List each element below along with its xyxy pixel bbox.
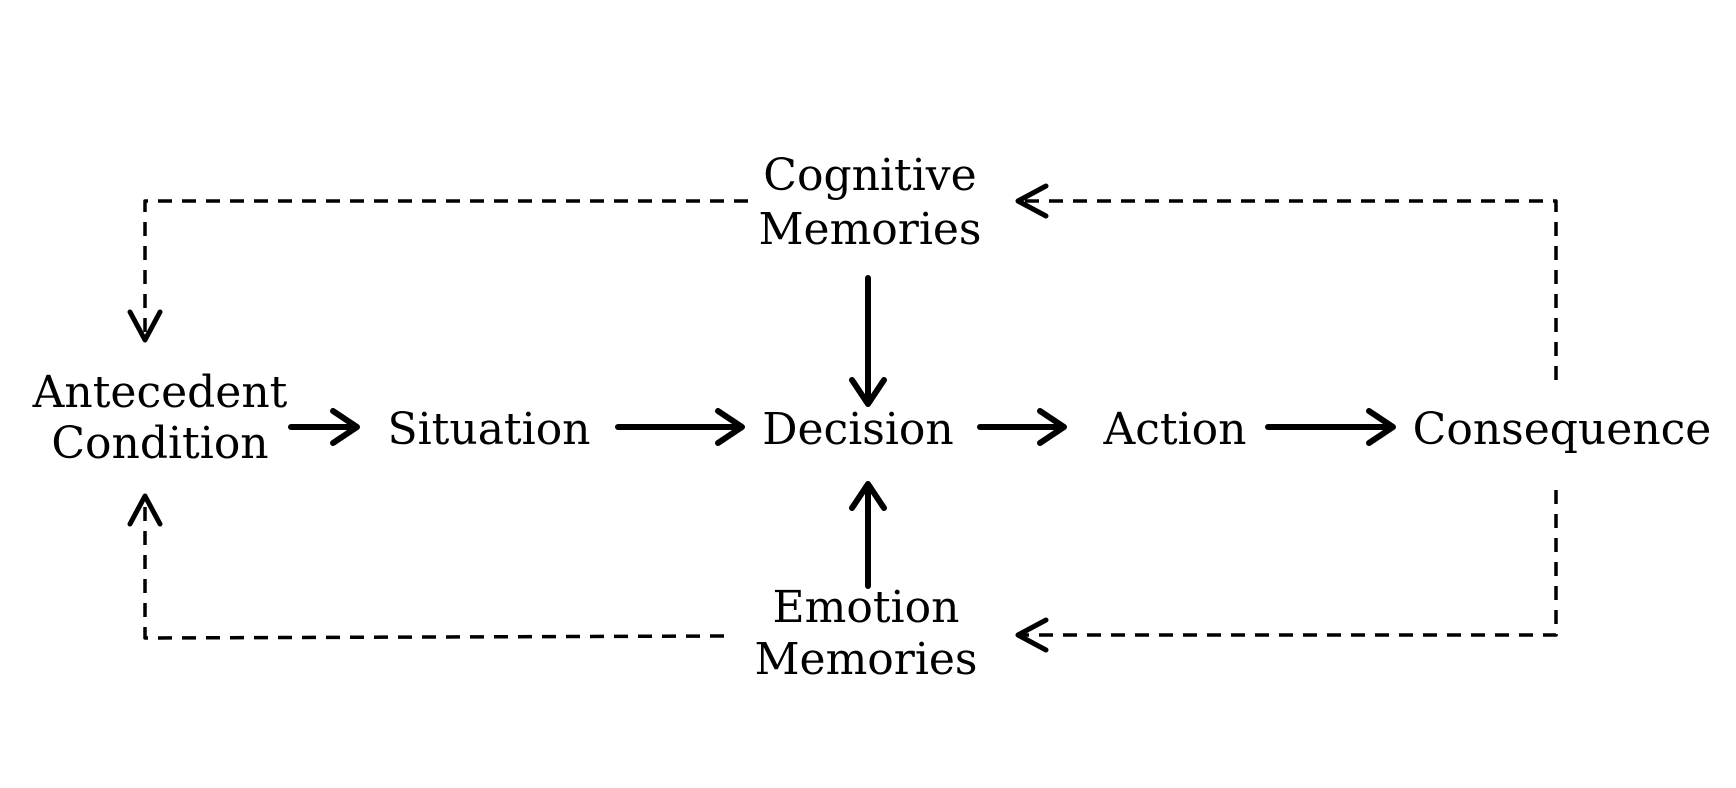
arrow-decision-to-action bbox=[977, 408, 1067, 446]
node-consequence: Consequence bbox=[1413, 404, 1712, 455]
node-cognitive-memories-line1: Cognitive bbox=[763, 150, 976, 201]
node-situation: Situation bbox=[387, 404, 590, 455]
arrow-action-to-consequence bbox=[1265, 408, 1396, 446]
node-antecedent-condition-line1: Antecedent bbox=[32, 367, 288, 418]
feedback-consequence-to-cognitive bbox=[1015, 183, 1558, 380]
arrow-situation-to-decision bbox=[615, 408, 745, 446]
arrow-emotion-to-decision bbox=[849, 481, 887, 589]
node-action: Action bbox=[1103, 404, 1247, 455]
feedback-cognitive-to-antecedent bbox=[127, 199, 748, 343]
feedback-consequence-to-emotion bbox=[1015, 490, 1558, 653]
arrow-antecedent-to-situation bbox=[288, 408, 360, 446]
node-cognitive-memories-line2: Memories bbox=[758, 204, 981, 255]
arrow-cognitive-to-decision bbox=[849, 275, 887, 407]
node-decision: Decision bbox=[762, 404, 954, 455]
node-emotion-memories-line2: Memories bbox=[754, 634, 977, 685]
node-emotion-memories-line1: Emotion bbox=[773, 582, 960, 633]
feedback-emotion-to-antecedent bbox=[127, 493, 725, 640]
node-antecedent-condition-line2: Condition bbox=[51, 418, 268, 469]
